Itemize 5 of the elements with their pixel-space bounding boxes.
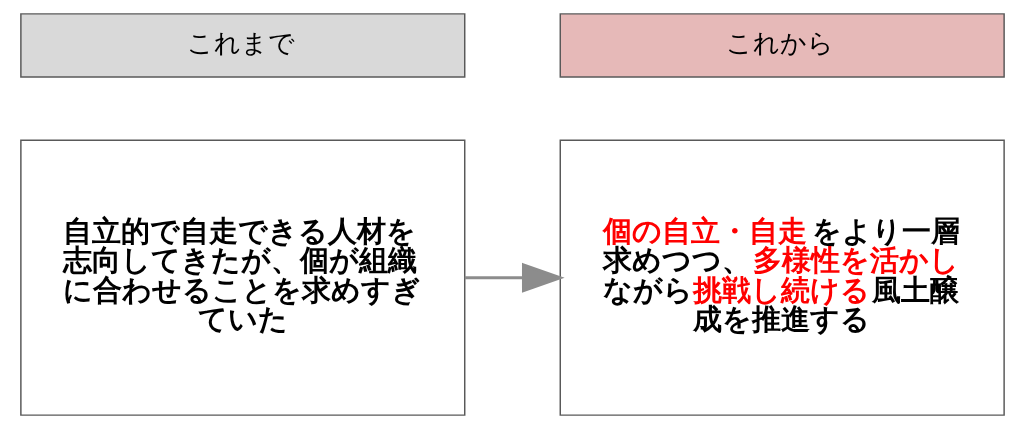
arrow (464, 262, 565, 293)
node-box: 自立的で自走できる人材を志向してきたが、個が組織に合わせることを求めすぎていた (19, 139, 465, 416)
node-box: 個の自立・自走をより一層求めつつ、多様性を活かしながら挑戦し続ける風土醸成を推進する (559, 139, 1005, 416)
node-box: これまで (19, 13, 465, 78)
node-box: これから (559, 13, 1005, 78)
